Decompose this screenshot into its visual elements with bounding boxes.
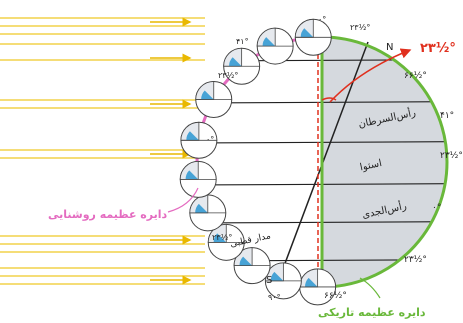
angle-wedge — [257, 28, 293, 64]
circle-of-illumination-label: دایره عظیمه روشنایی — [48, 208, 168, 221]
latitude-degree-label: ۲۳½° — [440, 151, 463, 161]
sun-rays — [0, 18, 205, 284]
latitude-degree-label: ۶۶½° — [404, 71, 427, 81]
south-pole-label: S — [266, 275, 272, 286]
latitude-degree-label: ۰° — [432, 203, 441, 213]
angle-wedge — [180, 161, 216, 197]
wedge-angle-label: ۹۰° — [268, 293, 281, 302]
angle-wedge — [190, 195, 226, 231]
wedge-angle-label: ۰° — [318, 15, 326, 24]
wedge-angle-label: ۰° — [206, 135, 214, 144]
tilt-angle-label: ۲۳‌½° — [420, 41, 456, 56]
latitude-degree-label: ۲۳½° — [404, 255, 427, 265]
circle-of-darkness-label: دایره عظیمه تاریکی — [318, 306, 426, 319]
angle-wedge — [196, 82, 232, 118]
north-pole-label: N — [386, 42, 393, 53]
wedge-angle-label: ۲۳½° — [218, 71, 238, 80]
wedge-angle-label: ۴۱° — [236, 37, 249, 46]
latitude-degree-label: ۶۶½° — [324, 291, 347, 301]
latitude-degree-label: ۴۱° — [440, 111, 454, 121]
angle-wedge — [295, 19, 331, 55]
wedge-angle-label: ۲۳½° — [350, 23, 370, 32]
